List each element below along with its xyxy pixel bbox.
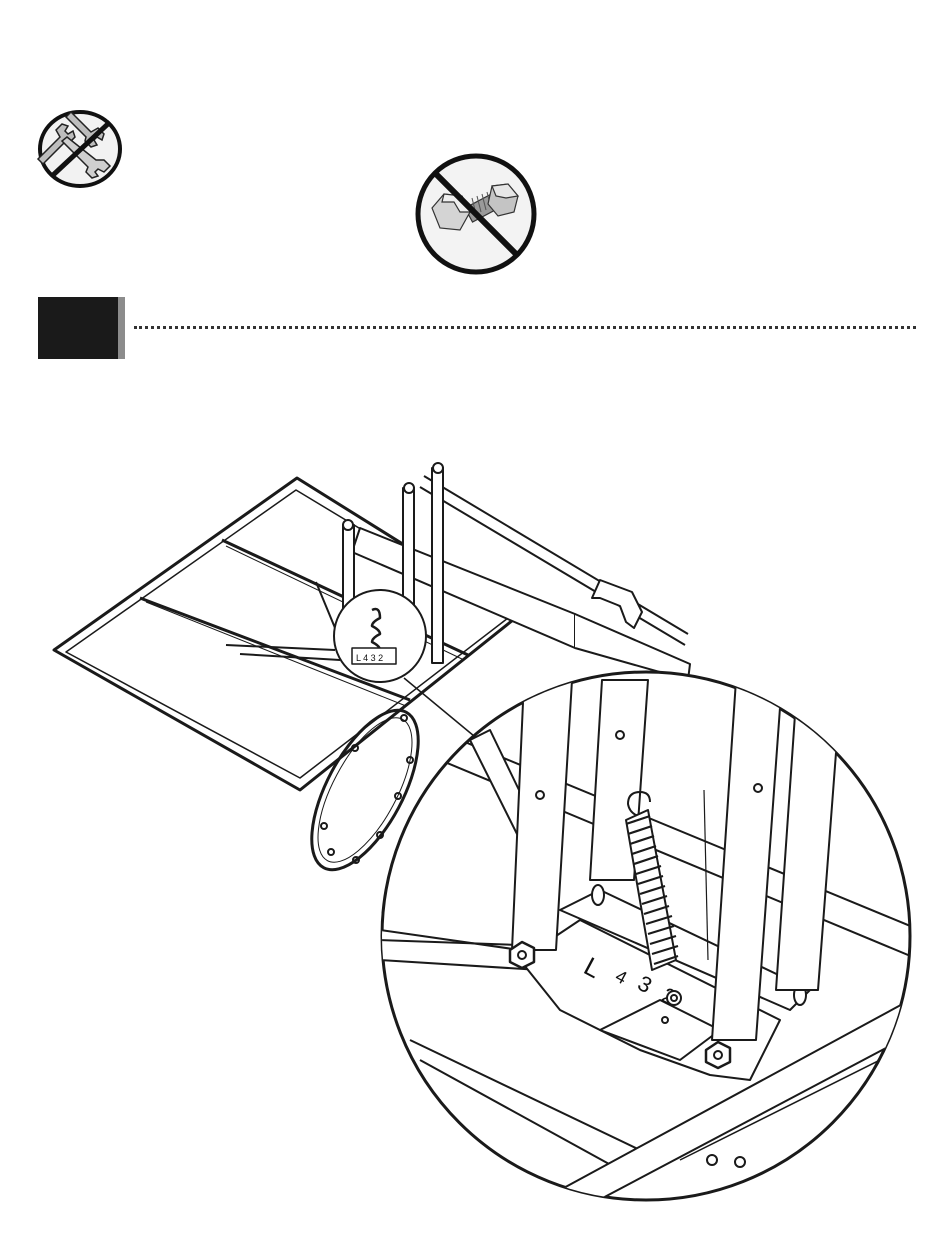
step-block-shadow — [118, 297, 125, 359]
detail-callout-circle — [334, 590, 426, 682]
detail-leader-line — [404, 678, 474, 736]
svg-text:L 4 3 2: L 4 3 2 — [356, 653, 383, 663]
no-hardware-icon — [412, 150, 540, 278]
step-number — [38, 297, 118, 359]
step-dotted-rule — [134, 326, 916, 329]
no-tools-icon — [36, 108, 126, 190]
backboard-frame — [54, 478, 518, 790]
assembly-illustration: L 4 3 2 — [0, 440, 950, 1241]
